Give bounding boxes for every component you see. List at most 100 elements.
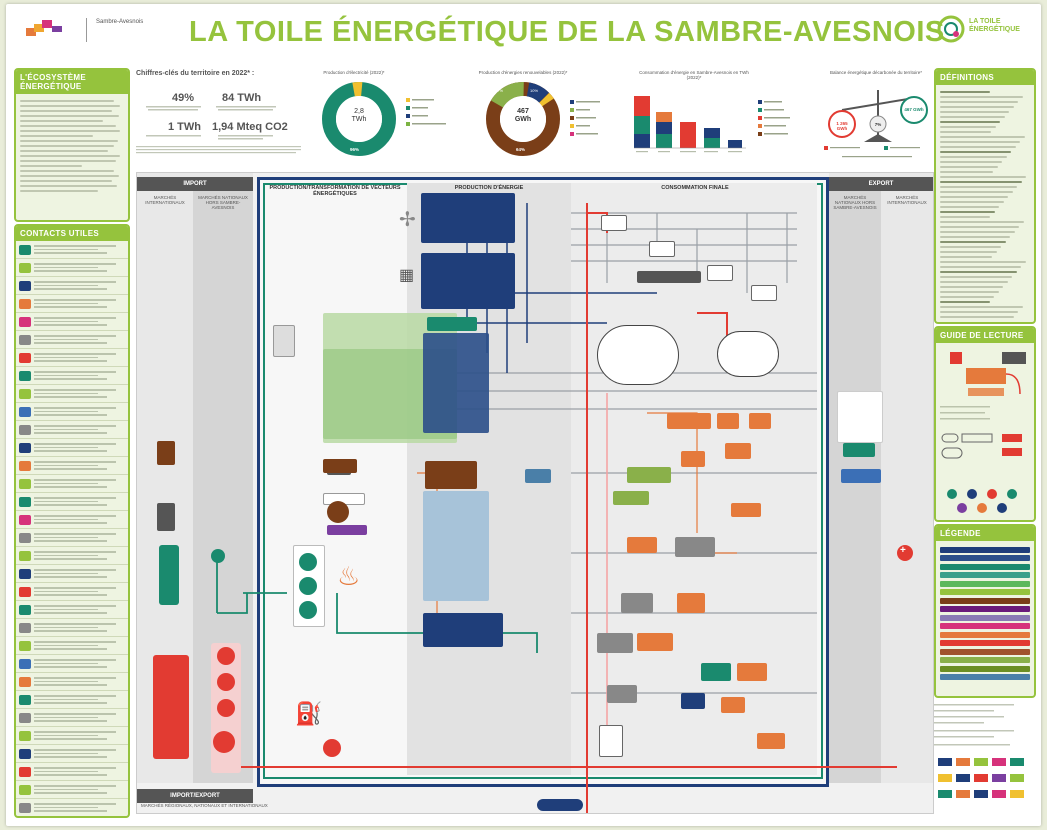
contact-logo-icon (19, 712, 31, 723)
contact-logo-icon (19, 604, 31, 615)
contact-row (16, 619, 128, 637)
contact-row (16, 367, 128, 385)
industry-node-4 (677, 593, 705, 613)
contact-text (34, 369, 125, 382)
transport-node-1 (597, 633, 633, 653)
reading-guide-panel: GUIDE DE LECTURE (934, 326, 1036, 522)
balance-pct: 7% (874, 122, 882, 127)
contact-text (34, 477, 125, 490)
footer-markets-label: MARCHÉS RÉGIONAUX, NATIONAUX ET INTERNAT… (141, 803, 268, 808)
contact-row (16, 349, 128, 367)
renewables-pct: 64% (516, 147, 526, 152)
energy-production-header: PRODUCTION D'ÉNERGIE (454, 185, 524, 191)
export-national-label: MARCHÉS NATIONAUX HORS SAMBRE-AVESNOIS (833, 195, 877, 210)
contact-logo-icon (19, 370, 31, 381)
legend-color-bar (940, 546, 1030, 553)
contact-text (34, 711, 125, 724)
contact-row (16, 511, 128, 529)
contact-text (34, 729, 125, 742)
contacts-panel-title: CONTACTS UTILES (16, 226, 128, 241)
import-node-3 (217, 699, 235, 717)
balance-left-value: 1 265 GWh (836, 121, 848, 131)
contact-logo-icon (19, 280, 31, 291)
partner-logos (934, 704, 1024, 798)
export-national-zone (829, 191, 881, 783)
key-figures-fine-print (136, 106, 301, 154)
legend-color-bar (940, 640, 1030, 646)
contact-row (16, 691, 128, 709)
right-logo-title: LA TOILE ÉNERGÉTIQUE (969, 18, 1020, 33)
contact-text (34, 405, 125, 418)
contact-text (34, 495, 125, 508)
contact-text (34, 387, 125, 400)
ecosystem-panel-title: L'ÉCOSYSTÈME ÉNERGÉTIQUE (16, 70, 128, 94)
definitions-text (936, 85, 1034, 322)
balance-right-value: 467 GWh (904, 107, 924, 112)
residential-node-5 (721, 697, 745, 713)
tertiary-node-1 (667, 413, 711, 429)
contact-row (16, 313, 128, 331)
contact-logo-icon (19, 334, 31, 345)
fuel-pump-icon: ⛽ (295, 701, 323, 726)
tertiary-node-5 (757, 733, 785, 749)
renewables-donut-chart (486, 82, 560, 156)
wood-production-block (425, 461, 477, 489)
legend-color-bar (940, 674, 1030, 680)
poster: Sambre-Avesnois LA TOILE ÉNERGÉTIQUE DE … (6, 4, 1041, 826)
electricity-donut-chart (322, 82, 396, 156)
contact-row (16, 565, 128, 583)
contact-row (16, 259, 128, 277)
left-logo-text: Sambre-Avesnois (96, 19, 144, 25)
import-node-4 (213, 731, 235, 753)
thermal-plant-node (273, 325, 295, 357)
flame-icon: ♨ (337, 561, 361, 591)
tertiary-node-4 (731, 503, 761, 517)
contact-row (16, 421, 128, 439)
renewables-center-label: 467 GWh (504, 108, 542, 124)
import-node-1 (217, 647, 235, 665)
legend-color-bar (940, 563, 1030, 570)
export-map-region (837, 391, 883, 443)
contact-text (34, 279, 125, 292)
biogas-node (327, 525, 367, 535)
contact-text (34, 333, 125, 346)
reading-guide-graphic (940, 352, 1026, 513)
contact-logo-icon (19, 658, 31, 669)
ecosystem-panel: L'ÉCOSYSTÈME ÉNERGÉTIQUE (14, 68, 130, 222)
export-international-label: MARCHÉS INTERNATIONAUX (887, 195, 927, 205)
consumption-node-4 (751, 285, 777, 301)
transport-node-3 (701, 663, 731, 681)
industry-node-1 (627, 537, 657, 553)
contact-text (34, 351, 125, 364)
solar-production-block (421, 253, 515, 309)
contact-logo-icon (19, 460, 31, 471)
import-header: IMPORT (137, 177, 253, 191)
agriculture-node-1 (627, 467, 671, 483)
contact-row (16, 583, 128, 601)
contact-text (34, 693, 125, 706)
wood-energy-node (323, 459, 357, 473)
import-gas-node (159, 545, 179, 605)
legend-color-bar (940, 597, 1030, 604)
contact-row (16, 709, 128, 727)
contact-text (34, 423, 125, 436)
consumption-node-1 (601, 215, 627, 231)
flow-network (216, 203, 897, 813)
industry-block (637, 271, 701, 283)
plus-icon: + (900, 545, 906, 556)
contact-row (16, 475, 128, 493)
transport-node-4 (737, 663, 767, 681)
contact-row (16, 745, 128, 763)
tertiary-node-3 (749, 413, 771, 429)
residential-node-4 (681, 693, 705, 709)
transport-cluster (597, 325, 679, 385)
residential-node-3 (607, 685, 637, 703)
import-node-2 (217, 673, 235, 691)
export-electricity-node (897, 545, 913, 561)
contact-text (34, 513, 125, 526)
contact-text (34, 243, 125, 256)
logo-separator (86, 18, 87, 42)
contact-row (16, 727, 128, 745)
contact-row (16, 547, 128, 565)
contact-logo-icon (19, 316, 31, 327)
